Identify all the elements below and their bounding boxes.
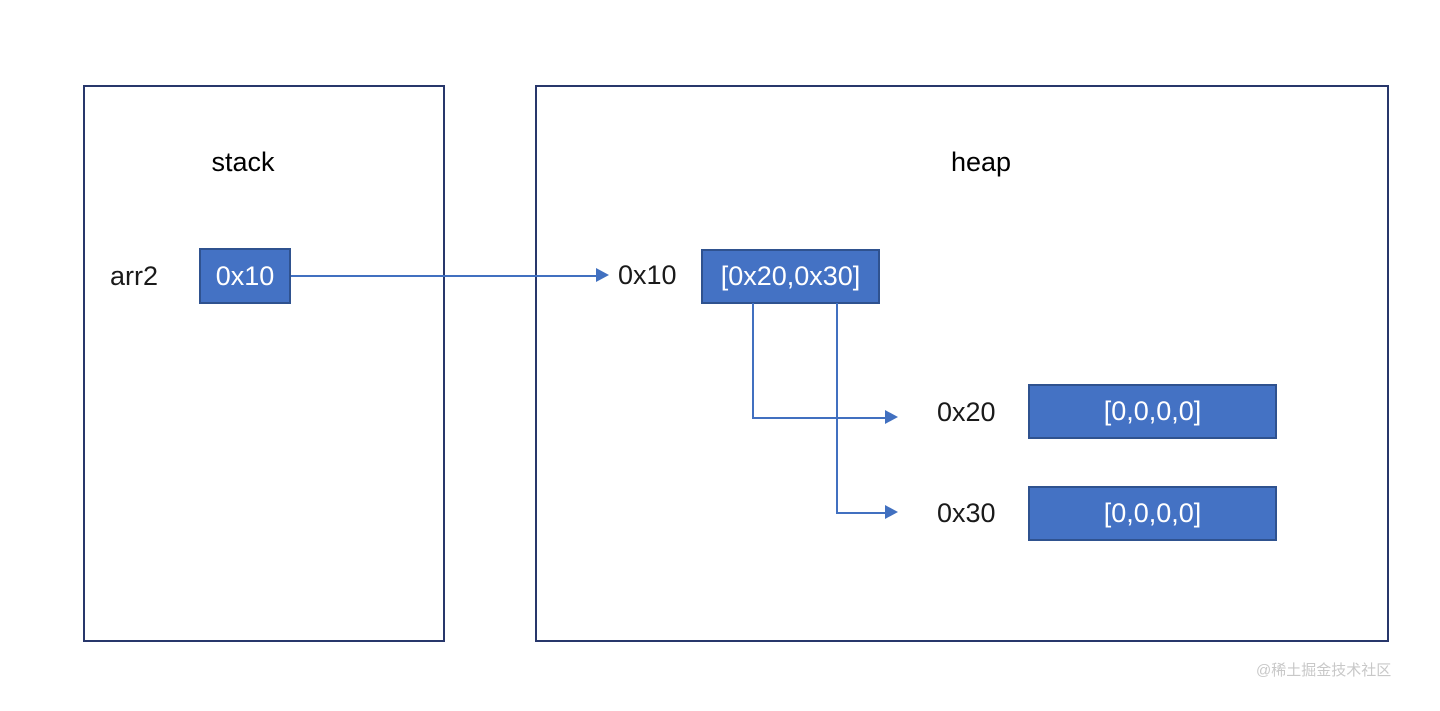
heap-cell-0x20-value: [0,0,0,0]	[1103, 396, 1202, 426]
connector-0x10-to-0x30-vertical	[836, 303, 838, 512]
connector-0x10-to-0x30-horizontal	[836, 512, 887, 514]
heap-cell-0x10: [0x20,0x30]	[701, 249, 880, 304]
heap-cell-0x10-value: [0x20,0x30]	[720, 261, 861, 291]
heap-region-title: heap	[950, 147, 1012, 177]
connector-0x10-to-0x20-horizontal	[752, 417, 887, 419]
heap-region-box	[535, 85, 1389, 642]
connector-0x10-to-0x20-vertical	[752, 303, 754, 417]
watermark: @稀土掘金技术社区	[1256, 662, 1392, 679]
heap-cell-0x30-value: [0,0,0,0]	[1103, 498, 1202, 528]
heap-address-label-0x10: 0x10	[618, 260, 677, 290]
stack-slot-arr2: 0x10	[199, 248, 291, 304]
connector-0x10-to-0x30-arrow-icon	[885, 505, 898, 519]
connector-stack-to-heap-arrow-icon	[596, 268, 609, 282]
heap-cell-0x20: [0,0,0,0]	[1028, 384, 1277, 439]
heap-address-label-0x30: 0x30	[937, 498, 996, 528]
heap-address-label-0x20: 0x20	[937, 397, 996, 427]
stack-slot-arr2-value: 0x10	[215, 260, 275, 291]
stack-region-box	[83, 85, 445, 642]
connector-stack-to-heap-line	[291, 275, 598, 277]
connector-0x10-to-0x20-arrow-icon	[885, 410, 898, 424]
stack-region-title: stack	[211, 147, 275, 177]
variable-label-arr2: arr2	[110, 261, 159, 291]
heap-cell-0x30: [0,0,0,0]	[1028, 486, 1277, 541]
